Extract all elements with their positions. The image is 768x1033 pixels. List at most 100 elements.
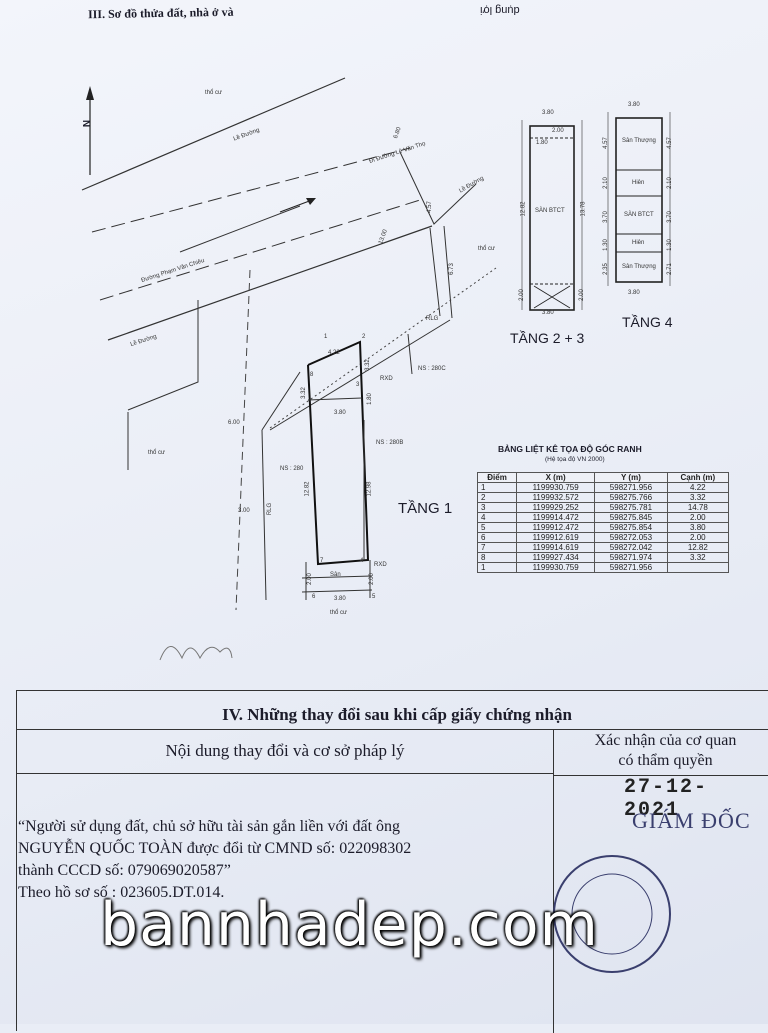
coord-cell: 5 bbox=[476, 522, 518, 533]
coord-cell bbox=[666, 562, 730, 573]
dim-1-80: 1.80 bbox=[366, 393, 373, 405]
north-arrow-icon bbox=[86, 86, 94, 175]
label-tho-cu-top: thổ cư bbox=[205, 90, 223, 96]
coord-header-x: X (m) bbox=[516, 472, 596, 483]
director-title: GIÁM ĐỐC bbox=[632, 808, 751, 833]
dim-4-57: 4.57 bbox=[426, 201, 433, 213]
coord-cell: 4.22 bbox=[666, 482, 730, 493]
floor4-dim-e: 2.35 bbox=[602, 263, 609, 275]
north-label: N bbox=[82, 119, 94, 128]
coord-cell: 1199930.759 bbox=[516, 482, 596, 493]
label-rlg-right: RLG bbox=[426, 316, 439, 322]
dim-6-00: 6.00 bbox=[228, 420, 240, 426]
floor1-label: TẦNG 1 bbox=[398, 500, 453, 517]
changes-body-line-3: thành CCCD số: 079069020587” bbox=[18, 862, 231, 879]
label-ns-280b: NS : 280B bbox=[376, 440, 404, 446]
floor4-width-bottom: 3.80 bbox=[628, 290, 640, 296]
changes-body-line-4: Theo hồ sơ số : 023605.DT.014. bbox=[18, 884, 225, 901]
floor4-dim-f: 4.57 bbox=[666, 137, 673, 149]
coord-cell: 1199930.759 bbox=[516, 562, 596, 573]
dim-3-32-right: 3.32 bbox=[364, 359, 371, 371]
point-3: 3 bbox=[356, 382, 360, 388]
coord-cell: 598275.766 bbox=[594, 492, 668, 503]
coord-table-subtitle: (Hệ tọa độ VN 2000) bbox=[545, 456, 605, 463]
floor23-label: TẦNG 2 + 3 bbox=[510, 330, 585, 346]
dim-12-98: 12.98 bbox=[366, 481, 373, 497]
point-7: 7 bbox=[320, 558, 324, 564]
coord-cell: 1199912.619 bbox=[516, 532, 596, 543]
dim-2-00-right: 2.00 bbox=[368, 573, 375, 585]
coord-header-y: Y (m) bbox=[594, 472, 668, 483]
floor4-width-top: 3.80 bbox=[628, 102, 640, 108]
changes-content-header: Nội dung thay đổi và cơ sở pháp lý bbox=[17, 729, 554, 774]
label-rxd-top: RXD bbox=[380, 376, 393, 382]
dim-2-00-left: 2.00 bbox=[306, 573, 313, 585]
floor4-room-3: SÀN BTCT bbox=[624, 212, 654, 218]
label-tho-cu-left: thổ cư bbox=[148, 450, 166, 456]
floor4-room-4: Hiên bbox=[632, 240, 645, 246]
confirmation-header-line2: có thẩm quyền bbox=[618, 752, 713, 769]
coord-cell: 598271.956 bbox=[594, 482, 668, 493]
dim-3-00: 3.00 bbox=[238, 508, 250, 514]
label-tho-cu-bottom: thổ cư bbox=[330, 610, 348, 616]
coord-cell: 598275.781 bbox=[594, 502, 668, 513]
point-5: 5 bbox=[372, 594, 376, 600]
floor23-dim-d: 13.78 bbox=[580, 201, 587, 217]
coord-cell: 3.80 bbox=[666, 522, 730, 533]
column-divider bbox=[553, 773, 554, 1033]
dim-3-80-top: 3.80 bbox=[334, 410, 346, 416]
coord-cell: 1199912.472 bbox=[516, 522, 596, 533]
coord-cell: 598271.974 bbox=[594, 552, 668, 563]
changes-body: “Người sử dụng đất, chủ sở hữu tài sản g… bbox=[18, 816, 538, 904]
coord-cell: 598272.042 bbox=[594, 542, 668, 553]
coord-cell: 8 bbox=[476, 552, 518, 563]
label-rlg-left: RLG bbox=[267, 502, 274, 516]
floor23-width-bottom: 3.80 bbox=[542, 310, 554, 316]
coord-cell: 598272.053 bbox=[594, 532, 668, 543]
floor23-dim-e: 2.00 bbox=[518, 289, 525, 301]
dim-3-32-left: 3.32 bbox=[300, 387, 307, 399]
floor23-dim-b: 2.00 bbox=[552, 128, 564, 134]
coord-cell: 3.32 bbox=[666, 552, 730, 563]
floor4-dim-a: 4.57 bbox=[602, 137, 609, 149]
coord-cell: 2.00 bbox=[666, 532, 730, 543]
coord-cell: 7 bbox=[476, 542, 518, 553]
coord-cell: 1 bbox=[476, 482, 518, 493]
coord-cell: 14.78 bbox=[666, 502, 730, 513]
floor4-dim-i: 1.30 bbox=[666, 239, 673, 251]
coord-cell: 598275.845 bbox=[594, 512, 668, 523]
point-4: 4 bbox=[360, 558, 364, 564]
signature-scribble bbox=[159, 646, 233, 661]
coord-cell: 6 bbox=[476, 532, 518, 543]
dim-12-82: 12.82 bbox=[304, 481, 311, 497]
floor4-dim-h: 3.70 bbox=[666, 211, 673, 223]
floor23-dim-a: 1.80 bbox=[536, 140, 548, 146]
coord-cell: 4 bbox=[476, 512, 518, 523]
floor4-room-5: Sân Thượng bbox=[622, 264, 656, 270]
floor4-dim-b: 2.10 bbox=[602, 177, 609, 189]
coord-cell: 2 bbox=[476, 492, 518, 503]
floor4-label: TẦNG 4 bbox=[622, 314, 673, 330]
coord-cell: 3.32 bbox=[666, 492, 730, 503]
changes-section: IV. Những thay đổi sau khi cấp giấy chứn… bbox=[16, 690, 768, 1033]
floor4-dim-d: 1.30 bbox=[602, 239, 609, 251]
coord-cell: 1199932.572 bbox=[516, 492, 596, 503]
coord-table-header-row: Điểm X (m) Y (m) Cạnh (m) bbox=[476, 472, 730, 483]
label-ns-280: NS : 280 bbox=[280, 466, 304, 472]
coord-table-title: BẢNG LIỆT KÊ TỌA ĐỘ GÓC RANH bbox=[498, 444, 642, 454]
floor23-dim-f: 2.00 bbox=[578, 289, 585, 301]
changes-body-line-1: “Người sử dụng đất, chủ sở hữu tài sản g… bbox=[18, 818, 401, 835]
watermark: bannhadep.com bbox=[100, 890, 600, 960]
point-8: 8 bbox=[310, 372, 314, 378]
floor4-dim-c: 3.70 bbox=[602, 211, 609, 223]
official-stamp-icon bbox=[553, 855, 671, 973]
dim-3-80-bottom: 3.80 bbox=[334, 596, 346, 602]
confirmation-header: Xác nhận của cơ quan có thẩm quyền bbox=[554, 729, 768, 776]
